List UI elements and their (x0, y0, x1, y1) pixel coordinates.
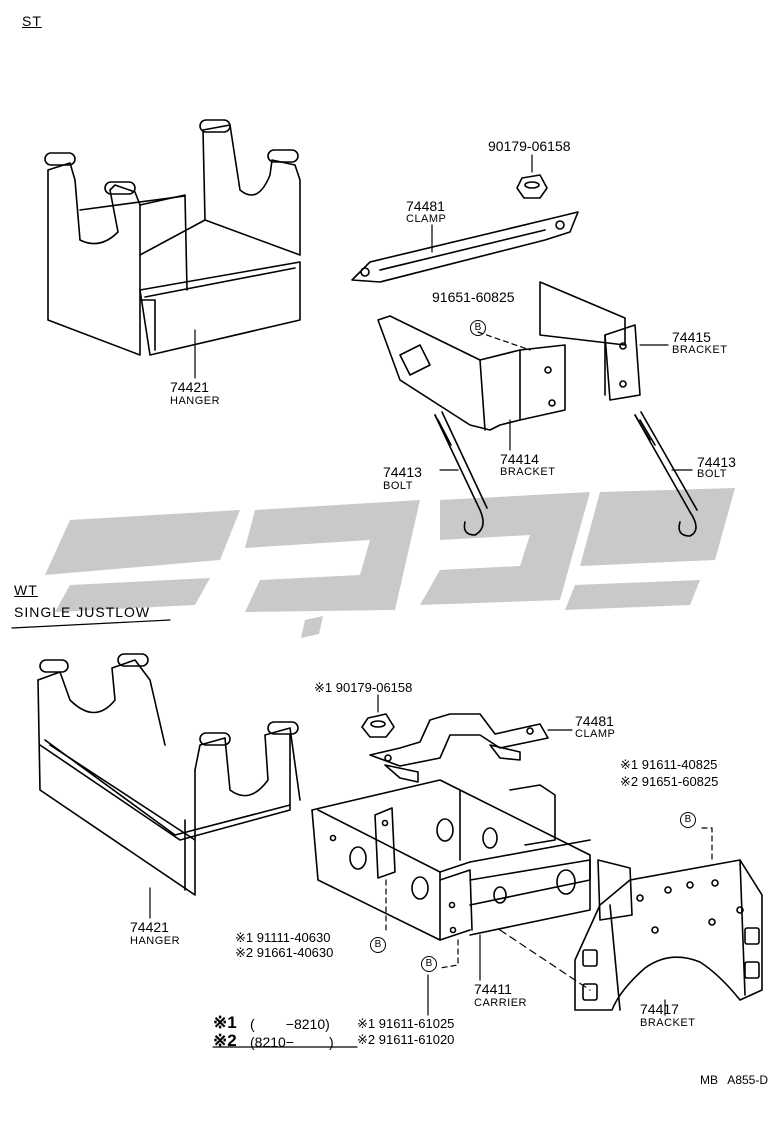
wt-carrier-part-no: 74411 (474, 981, 512, 997)
wt-bolts-bottom-line1: ※1 91611-61025 (357, 1016, 455, 1031)
st-bracket-74414-drawing (377, 315, 566, 431)
wt-carrier-part-name: CARRIER (474, 997, 528, 1009)
st-bolt-right-part-name: BOLT (697, 468, 727, 480)
wt-bracket-drawing (574, 859, 763, 1011)
wt-bolts-left-line1: ※1 91111-40630 (235, 930, 331, 945)
st-nut-part-no: 90179-06158 (488, 138, 571, 154)
wt-bolts-bottom-line2: ※2 91611-61020 (357, 1032, 455, 1047)
wt-nut-part-no: ※1 90179-06158 (314, 680, 413, 695)
legend-row1-range: ( −8210) (250, 1016, 330, 1032)
st-hanger-part-name: HANGER (170, 395, 221, 407)
wt-bolts-right-line1: ※1 91611-40825 (620, 757, 718, 772)
st-hanger-drawing (44, 119, 301, 356)
wt-bolts-left-mark: B (370, 937, 386, 953)
section-wt-label: WT (14, 582, 38, 598)
wt-nut-drawing (361, 713, 395, 738)
wt-bracket-part-name: BRACKET (640, 1017, 696, 1029)
st-bolt-right-part-no: 74413 (697, 454, 736, 470)
st-bracket-74415-part-name: BRACKET (672, 344, 728, 356)
wt-clamp-part-no: 74481 (575, 713, 614, 729)
wt-bolts-right-mark: B (680, 812, 696, 828)
st-hanger-part-no: 74421 (170, 379, 209, 395)
st-bolt-left-drawing (434, 411, 488, 536)
wt-bolt-mid-mark: B (421, 956, 437, 972)
st-bolt-right-drawing (634, 411, 698, 537)
st-bracket-74414-part-name: BRACKET (500, 466, 556, 478)
st-nut-drawing (516, 174, 548, 199)
st-bracket-74415-drawing (539, 281, 641, 401)
wt-bracket-part-no: 74417 (640, 1001, 679, 1017)
wt-bolts-right-line2: ※2 91651-60825 (620, 774, 719, 789)
st-clamp-part-no: 74481 (406, 198, 445, 214)
wt-hanger-part-no: 74421 (130, 919, 169, 935)
wt-clamp-drawing (369, 713, 549, 783)
wt-bolts-left-line2: ※2 91661-40630 (235, 945, 334, 960)
st-bolt-left-part-no: 74413 (383, 464, 422, 480)
st-bolt-b-mark: B (470, 320, 486, 336)
st-bracket-74414-part-no: 74414 (500, 451, 539, 467)
wt-hanger-drawing (37, 653, 301, 896)
st-clamp-drawing (351, 211, 579, 283)
wt-hanger-part-name: HANGER (130, 935, 181, 947)
legend-row2-key: ※2 (213, 1031, 237, 1050)
legend-row1-key: ※1 (213, 1013, 237, 1032)
section-wt-sub-label: SINGLE JUSTLOW (14, 604, 151, 620)
st-bracket-74415-part-no: 74415 (672, 329, 711, 345)
st-bolt-left-part-name: BOLT (383, 480, 413, 492)
st-bolt-b-part-no: 91651-60825 (432, 289, 515, 305)
wt-clamp-part-name: CLAMP (575, 728, 616, 740)
drawing-reference-code: MB A855-D (699, 1073, 768, 1087)
st-clamp-part-name: CLAMP (406, 213, 447, 225)
legend-row2-range: (8210− ) (250, 1034, 334, 1050)
wt-carrier-drawing (311, 779, 633, 941)
section-st-label: ST (22, 13, 42, 29)
